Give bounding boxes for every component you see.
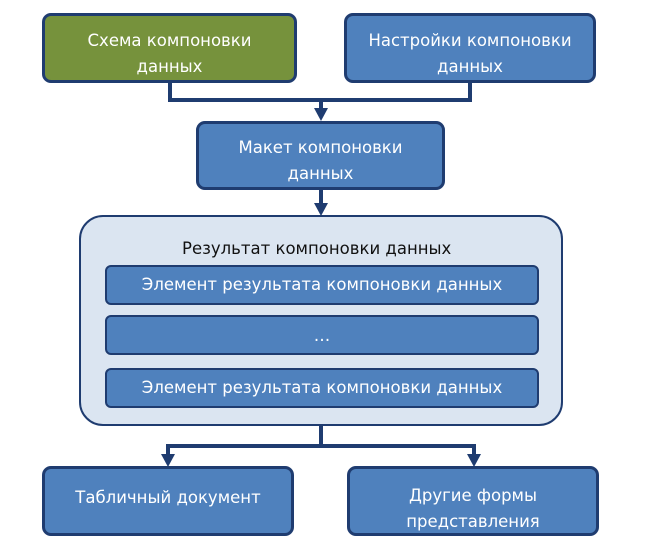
settings-node-line-1: Настройки компоновки bbox=[368, 31, 572, 50]
result-node-title: Результат компоновки данных bbox=[182, 239, 452, 258]
scheme-node-line-2: данных bbox=[136, 56, 203, 76]
other-forms-node-line-2: представления bbox=[406, 511, 540, 531]
scheme-node-line-1: Схема компоновки bbox=[87, 31, 252, 50]
other-forms-node: Другие формы представления bbox=[347, 466, 599, 536]
arrowhead-table bbox=[161, 454, 175, 467]
scheme-node: Схема компоновки данных bbox=[42, 13, 297, 83]
result-item-3: Элемент результата компоновки данных bbox=[105, 368, 539, 408]
template-node: Макет компоновки данных bbox=[196, 121, 445, 190]
arrowhead-template bbox=[314, 108, 328, 121]
table-document-node-label: Табличный документ bbox=[75, 488, 261, 507]
arrowhead-result bbox=[314, 203, 328, 216]
edge-result-to-outputs bbox=[166, 426, 476, 456]
settings-node: Настройки компоновки данных bbox=[344, 13, 596, 83]
other-forms-node-line-1: Другие формы bbox=[408, 486, 538, 505]
edge-scheme-to-template bbox=[168, 83, 323, 110]
edge-settings-to-template bbox=[321, 83, 472, 102]
result-item-ellipsis: … bbox=[105, 315, 539, 355]
table-document-node: Табличный документ bbox=[42, 466, 294, 536]
template-node-line-1: Макет компоновки bbox=[238, 138, 403, 157]
result-node: Результат компоновки данных Элемент резу… bbox=[79, 215, 563, 426]
result-item-1: Элемент результата компоновки данных bbox=[105, 265, 539, 305]
settings-node-line-2: данных bbox=[437, 56, 503, 76]
template-node-line-2: данных bbox=[287, 163, 354, 183]
arrowhead-other bbox=[467, 454, 481, 467]
